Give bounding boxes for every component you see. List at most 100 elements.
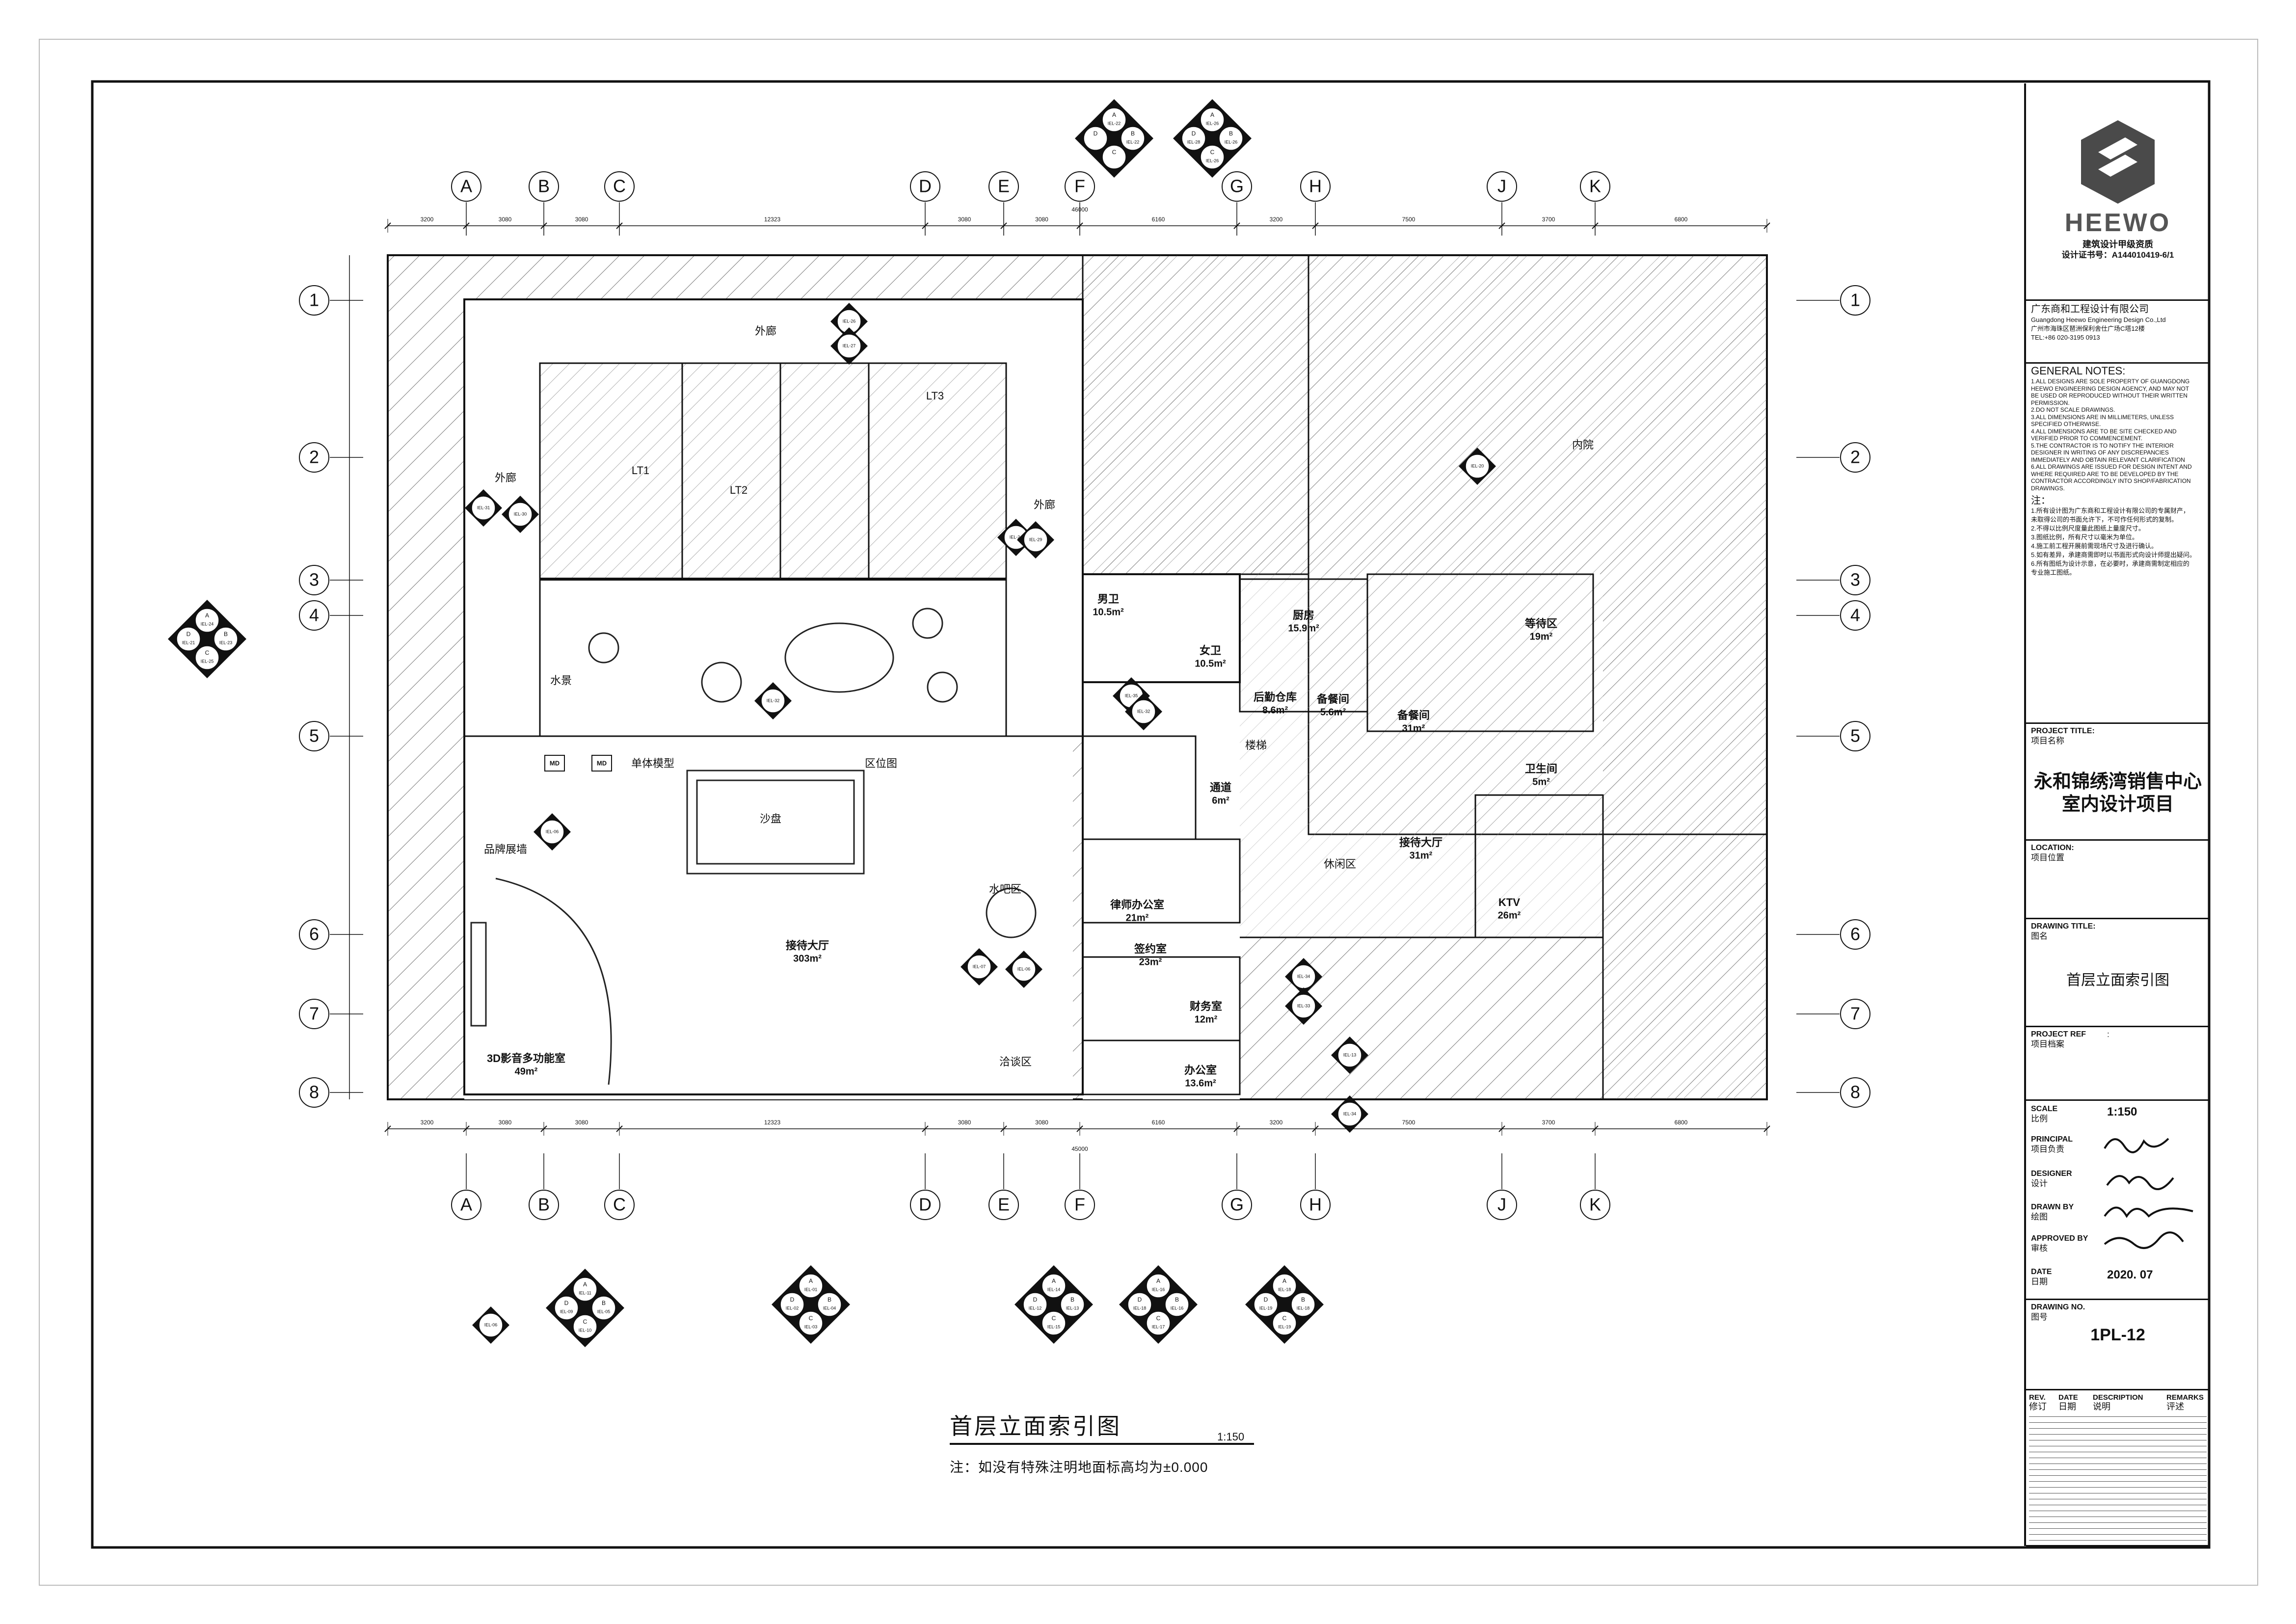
inner-frame [91,80,2211,1549]
general-note-line: 6.ALL DRAWINGS ARE ISSUED FOR DESIGN INT… [2031,463,2192,470]
walls [463,298,1604,1095]
axis-bubble-F-top [1065,171,1095,202]
dimension-top: 12323 [764,216,781,223]
index-ref: IEL-26 [843,319,856,323]
md-label: MD [597,759,607,767]
index-ref: IEL-07 [973,964,986,969]
rev-header-rev-cn: 修订 [2029,1402,2047,1411]
date-label-cn: 日期 [2031,1277,2048,1286]
index-letter: A [583,1281,587,1288]
axis-label-H-bottom: H [1309,1195,1322,1215]
axis-label-4-right: 4 [1850,605,1860,625]
index-ref: IEL-32 [767,698,780,703]
index-letter: A [1112,111,1116,118]
room-label: 财务室 [1190,1000,1222,1012]
index-ref: IEL-13 [1343,1052,1357,1057]
axis-bubble-2-right [1840,442,1870,473]
index-letter: B [1175,1296,1179,1303]
room-label: 女卫 [1200,644,1221,657]
index-letter: D [1192,130,1196,137]
plan-scale: 1:150 [1217,1431,1245,1443]
general-note-line: 3.ALL DIMENSIONS ARE IN MILLIMETERS, UNL… [2031,413,2174,421]
axis-label-4-left: 4 [309,605,319,625]
room-label: 男卫 [1097,593,1119,605]
general-note-line: 2.DO NOT SCALE DRAWINGS. [2031,406,2115,413]
room-label: 办公室 [1184,1064,1217,1076]
index-letter: A [1156,1278,1160,1284]
axis-label-D-top: D [919,176,932,196]
project-name-line1: 永和锦绣湾销售中心 [2033,772,2202,792]
index-symbols: AIEL-22BIEL-22CDAIEL-26BIEL-26CIEL-26DIE… [168,99,1496,1347]
room-label: 接待大厅 [786,939,829,952]
room-label: 接待大厅 [1399,836,1442,849]
index-letter: B [1229,130,1233,137]
axis-bubble-7-left [299,999,329,1029]
room-label: 水吧区 [989,883,1021,895]
project-ref-label: PROJECT REF [2031,1030,2086,1038]
principal-label: PRINCIPAL [2031,1135,2073,1144]
index-ref: IEL-22 [1126,139,1140,144]
rev-header-remarks: REMARKS [2166,1393,2204,1402]
axis-label-A-top: A [460,176,472,196]
index-ref: IEL-24 [201,621,214,626]
index-ref: IEL-33 [1297,1003,1310,1008]
axis-bubble-4-right [1840,600,1870,631]
dimension-top: 3080 [1035,216,1048,223]
axis-bubble-4-left [299,600,329,631]
axis-label-3-right: 3 [1850,570,1860,590]
room-label: 内院 [1572,439,1594,451]
axis-bubble-8-left [299,1077,329,1108]
room-area: 21m² [1126,912,1149,923]
index-ref: IEL-28 [1187,139,1201,144]
axis-bubble-F-bottom [1065,1190,1095,1220]
axis-bubble-7-right [1840,999,1870,1029]
drawing-no-label: DRAWING NO. [2031,1303,2085,1311]
dimension-top: 3700 [1542,216,1555,223]
drawn-label: DRAWN BY [2031,1203,2074,1211]
axis-bubble-A-bottom [451,1190,481,1220]
axis-bubble-1-left [299,285,329,316]
index-ref: IEL-29 [1029,537,1042,542]
index-symbol-single: IEL-34 [1331,1095,1368,1133]
index-ref: IEL-06 [546,829,559,834]
room-label: 通道 [1210,781,1231,794]
general-note-line: SPECIFIED OTHERWISE. [2031,421,2101,427]
axis-bubble-D-top [910,171,940,202]
dimension-bottom: 12323 [764,1119,781,1126]
note-cn-line: 1.所有设计图为广东商和工程设计有限公司的专属财产， [2031,507,2189,514]
principal-signature [2104,1138,2169,1153]
room-label: 外廊 [755,325,776,337]
axis-label-C-bottom: C [613,1195,626,1215]
axis-label-7-right: 7 [1850,1004,1860,1024]
room-area: 31m² [1402,723,1425,734]
axis-bubble-G-bottom [1222,1190,1252,1220]
index-letter: B [1301,1296,1305,1303]
room-label: 等待区 [1525,617,1557,630]
company-address: 广州市海珠区琶洲保利舍仕广场C塔12楼 [2031,325,2145,332]
index-letter: D [187,631,191,638]
note-cn-line: 专业施工图纸。 [2031,569,2076,576]
general-note-line: 5.THE CONTRACTOR IS TO NOTIFY THE INTERI… [2031,442,2174,449]
index-ref: IEL-19 [1278,1324,1291,1329]
axis-bubble-G-top [1222,171,1252,202]
general-note-line: WHERE REQUIRED ARE TO BE DEVELOPED BY TH… [2031,470,2179,478]
index-ref: IEL-20 [1471,463,1484,468]
axis-bubble-D-bottom [910,1190,940,1220]
general-note-line: DRAWINGS. [2031,484,2065,492]
general-note-line: VERIFIED PRIOR TO COMMENCEMENT. [2031,435,2142,442]
project-ref-label-cn: 项目档案 [2031,1039,2064,1049]
index-letter: A [205,612,209,619]
heewo-logo-icon [2081,120,2155,204]
axis-label-C-top: C [613,176,626,196]
drawing-no: 1PL-12 [2090,1326,2145,1344]
room-labels: 外廊LT1LT2LT3外廊外廊内院水景男卫10.5m²女卫10.5m²厨房15.… [484,325,1594,1089]
dimension-bottom: 6160 [1152,1119,1165,1126]
index-ref: IEL-16 [1152,1287,1165,1292]
room-label: 品牌展墙 [484,843,527,855]
index-ref: IEL-34 [1343,1111,1357,1116]
axis-label-5-left: 5 [309,726,319,746]
